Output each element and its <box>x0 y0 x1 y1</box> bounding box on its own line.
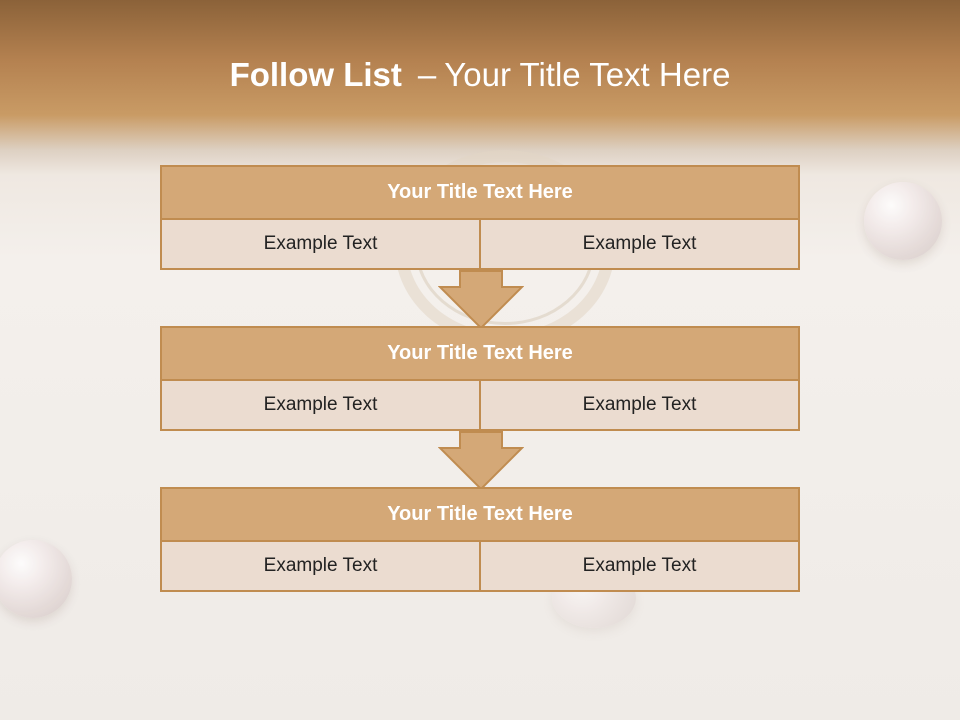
block-cell-left[interactable]: Example Text <box>263 555 378 576</box>
title-bold: Follow List <box>229 56 402 93</box>
flow-block-1: Your Title Text Here Example Text Exampl… <box>160 165 800 270</box>
slide-title: Follow List–Your Title Text Here <box>0 52 960 98</box>
title-separator: – <box>417 56 437 93</box>
block-cell-left[interactable]: Example Text <box>263 233 378 254</box>
block-cell-right[interactable]: Example Text <box>479 542 798 590</box>
block-cell-left[interactable]: Example Text <box>263 394 378 415</box>
block-cell-right[interactable]: Example Text <box>479 220 798 268</box>
block-row: Example Text Example Text <box>160 542 800 592</box>
pearl-decoration <box>0 540 72 618</box>
title-rest: Your Title Text Here <box>444 56 731 93</box>
block-row: Example Text Example Text <box>160 220 800 270</box>
down-arrow-icon <box>438 431 524 491</box>
down-arrow-icon <box>438 270 524 330</box>
block-row: Example Text Example Text <box>160 381 800 431</box>
block-title[interactable]: Your Title Text Here <box>160 165 800 220</box>
pearl-decoration <box>864 182 942 260</box>
block-title[interactable]: Your Title Text Here <box>160 326 800 381</box>
flow-block-2: Your Title Text Here Example Text Exampl… <box>160 326 800 431</box>
flow-block-3: Your Title Text Here Example Text Exampl… <box>160 487 800 592</box>
block-cell-right[interactable]: Example Text <box>479 381 798 429</box>
block-title[interactable]: Your Title Text Here <box>160 487 800 542</box>
